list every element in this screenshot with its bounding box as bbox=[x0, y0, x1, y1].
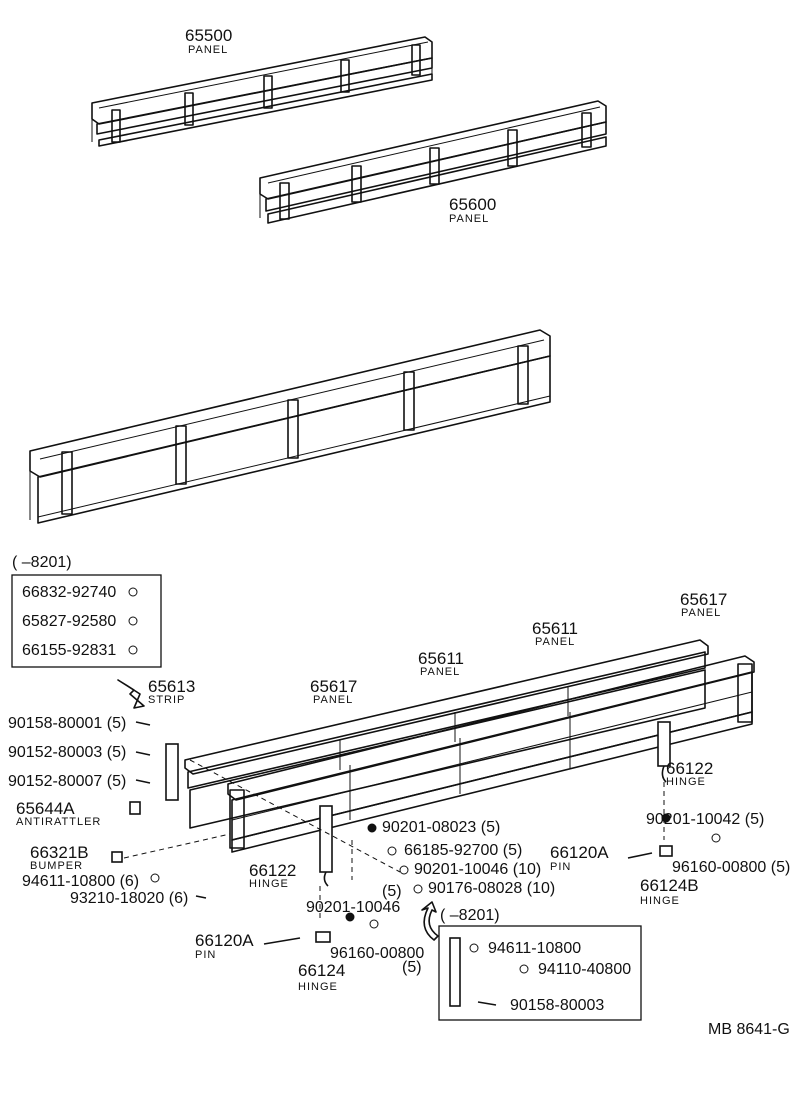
fastener-96160-00800-right: 96160-00800 (5) bbox=[672, 859, 790, 876]
pin-66120a-right-name: PIN bbox=[550, 861, 571, 873]
panel-65611-right-name: PANEL bbox=[535, 636, 575, 648]
lower-assembly-drawing bbox=[111, 639, 755, 1007]
antirattler-name: ANTIRATTLER bbox=[16, 816, 101, 828]
fastener-93210-18020: 93210-18020 (6) bbox=[70, 890, 188, 907]
hinge-66124-number: 66124 bbox=[298, 961, 345, 980]
left-box-item-3: 66155-92831 bbox=[22, 642, 116, 659]
left-box-item-1: 66832-92740 bbox=[22, 584, 116, 601]
panel-65600-number: 65600 bbox=[449, 195, 496, 214]
pin-66120a-right-number: 66120A bbox=[550, 843, 609, 862]
panel-65500-drawing bbox=[91, 36, 433, 147]
hinge-66122-right-name: HINGE bbox=[666, 776, 706, 788]
left-detail-box bbox=[11, 574, 162, 668]
panel-65617-right-name: PANEL bbox=[681, 607, 721, 619]
hinge-66124-name: HINGE bbox=[298, 981, 338, 993]
fastener-90201-10042: 90201-10042 (5) bbox=[646, 811, 764, 828]
panel-65617-left-name: PANEL bbox=[313, 694, 353, 706]
fastener-94611-10800: 94611-10800 (6) bbox=[22, 873, 139, 890]
panel-65611-left-name: PANEL bbox=[420, 666, 460, 678]
fastener-96160-00800-lower: 96160-00800 bbox=[330, 945, 424, 962]
right-box-item-1: 94611-10800 bbox=[488, 940, 581, 957]
hinge-66122-right-number: 66122 bbox=[666, 759, 713, 778]
right-box-item-2: 94110-40800 bbox=[538, 961, 631, 978]
pin-66120a-left-name: PIN bbox=[195, 949, 216, 961]
hinge-66124b-number: 66124B bbox=[640, 876, 699, 895]
fastener-90176-08028: 90176-08028 (10) bbox=[428, 880, 555, 897]
hinge-66122-mid-number: 66122 bbox=[249, 861, 296, 880]
fastener-qty-5: (5) bbox=[382, 883, 402, 900]
fastener-90201-08023: 90201-08023 (5) bbox=[382, 819, 500, 836]
panel-65617-left-number: 65617 bbox=[310, 677, 357, 696]
diagram-code: MB 8641-G bbox=[708, 1021, 790, 1038]
panel-65611-right-number: 65611 bbox=[532, 619, 578, 638]
bumper-name: BUMPER bbox=[30, 860, 83, 872]
pin-66120a-left-number: 66120A bbox=[195, 931, 254, 950]
fastener-90152-80007: 90152-80007 (5) bbox=[8, 773, 126, 790]
right-box-date: ( –8201) bbox=[440, 907, 500, 924]
panel-middle-drawing bbox=[29, 329, 551, 524]
panel-65611-left-number: 65611 bbox=[418, 649, 464, 668]
panel-65600-name: PANEL bbox=[449, 213, 489, 225]
fastener-96160-00800-lower-qty: (5) bbox=[402, 959, 422, 976]
right-box-item-3: 90158-80003 bbox=[510, 997, 604, 1014]
strip-name: STRIP bbox=[148, 694, 185, 706]
fastener-90158-80001: 90158-80001 (5) bbox=[8, 715, 126, 732]
fastener-90201-10046-lower: 90201-10046 bbox=[306, 899, 400, 916]
panel-65500-name: PANEL bbox=[188, 44, 228, 56]
fastener-66185-92700: 66185-92700 (5) bbox=[404, 842, 522, 859]
left-box-item-2: 65827-92580 bbox=[22, 613, 116, 630]
bumper-number: 66321B bbox=[30, 843, 89, 862]
right-detail-box bbox=[438, 925, 642, 1021]
antirattler-number: 65644A bbox=[16, 799, 75, 818]
panel-65617-right-number: 65617 bbox=[680, 590, 727, 609]
fastener-90201-10046: 90201-10046 (10) bbox=[414, 861, 541, 878]
strip-number: 65613 bbox=[148, 677, 195, 696]
fastener-90152-80003: 90152-80003 (5) bbox=[8, 744, 126, 761]
panel-65600-drawing bbox=[259, 100, 607, 224]
left-box-date: ( –8201) bbox=[12, 554, 72, 571]
panel-65500-number: 65500 bbox=[185, 26, 232, 45]
hinge-66124b-name: HINGE bbox=[640, 895, 680, 907]
hinge-66122-mid-name: HINGE bbox=[249, 878, 289, 890]
